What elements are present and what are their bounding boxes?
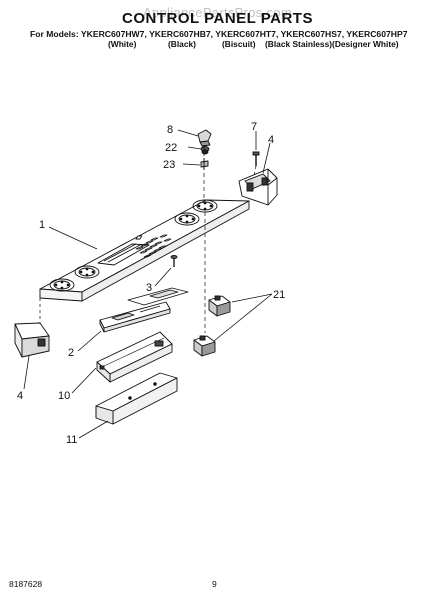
watermark: AppliancePartsPros.com: [143, 5, 292, 20]
board-housing-part: [96, 331, 173, 383]
cover-tray-part: [95, 372, 178, 425]
color-black: (Black): [168, 39, 196, 49]
screw-part: [252, 151, 260, 166]
overlay-strip-part: [127, 287, 189, 306]
callout-11: 11: [66, 434, 77, 446]
mounting-screw-part: [170, 254, 178, 267]
callout-4-top: 4: [268, 134, 274, 146]
callout-2: 2: [68, 347, 74, 359]
control-panel-part: [39, 199, 250, 302]
switch-part-upper: [208, 295, 231, 317]
clip-part: [200, 158, 209, 170]
page-title: CONTROL PANEL PARTS: [122, 10, 313, 27]
color-biscuit: (Biscuit): [222, 39, 256, 49]
callout-3: 3: [146, 282, 152, 294]
callout-23: 23: [163, 159, 175, 171]
document-number: 8187628: [9, 579, 43, 589]
callout-22: 22: [165, 142, 177, 154]
end-bracket-left: [14, 322, 50, 358]
callout-7: 7: [251, 121, 257, 133]
callout-21: 21: [273, 289, 285, 301]
callout-1: 1: [39, 219, 45, 231]
switch-part-lower: [193, 335, 216, 357]
callout-8: 8: [167, 124, 173, 136]
control-board-part: [99, 301, 171, 333]
models-line: For Models: YKERC607HW7, YKERC607HB7, YK…: [30, 29, 408, 39]
knob-part: [197, 129, 212, 147]
end-bracket-right: [238, 168, 278, 206]
callout-4-bottom: 4: [17, 390, 23, 402]
leader-lines: [23, 129, 273, 439]
page-number: 9: [212, 579, 217, 589]
callout-10: 10: [58, 390, 70, 402]
color-stainless-designer: (Black Stainless)(Designer White): [265, 39, 399, 49]
spring-part: [200, 146, 210, 155]
color-white: (White): [108, 39, 137, 49]
